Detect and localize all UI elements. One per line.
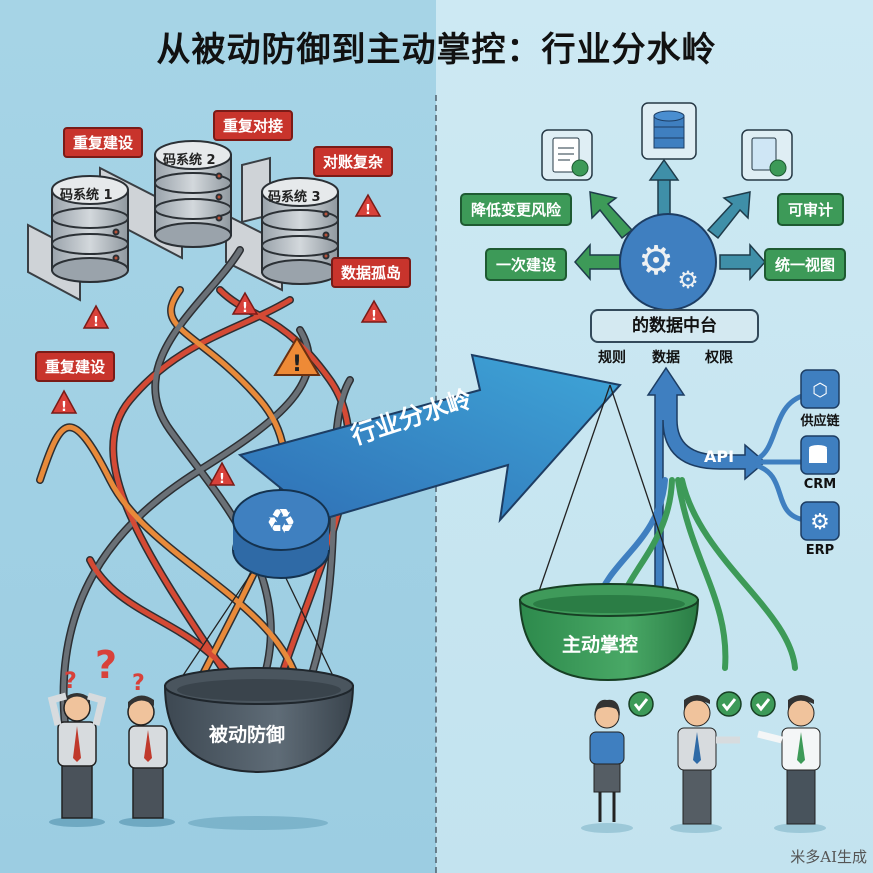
benefit-tag-lower-risk: 降低变更风险 [460, 193, 573, 226]
hub-pillar-data: 数据 [652, 350, 680, 366]
check-icon [628, 691, 654, 717]
system-label-1: 码系统 1 [60, 188, 113, 203]
warning-icon: ! [208, 461, 236, 487]
happy-person-2 [670, 695, 740, 833]
confused-person-1 [47, 692, 107, 827]
pain-tag-duplicate-integration: 重复对接 [213, 110, 294, 141]
checklist-icon-box [541, 129, 593, 181]
api-label: API [704, 447, 735, 466]
warning-icons: ! ! ! ! ! ! ! [50, 193, 388, 487]
right-scale-strings [535, 384, 683, 601]
confused-person-2 [119, 695, 175, 827]
integration-label-crm: CRM [803, 477, 837, 492]
erp-icon-box: ⚙ [800, 501, 840, 541]
warning-icon: ! [50, 389, 78, 415]
database-system-3 [261, 177, 339, 285]
ai-watermark: 米多AI生成 [790, 848, 867, 866]
warning-icon: ! [231, 291, 259, 316]
benefit-tag-auditable: 可审计 [777, 193, 845, 226]
warning-icon: ! [354, 193, 382, 218]
crm-icon-box [800, 435, 840, 475]
svg-text:!: ! [365, 203, 371, 218]
left-bowl [163, 667, 355, 830]
data-platform-label: 的数据中台 [590, 309, 759, 343]
system-label-2: 码系统 2 [163, 153, 216, 168]
system-label-3: 码系统 3 [268, 190, 321, 205]
svg-text:⬡: ⬡ [812, 380, 828, 401]
question-mark-icon: ? [132, 671, 145, 696]
integration-label-supply-chain: 供应链 [800, 414, 840, 429]
svg-text:!: ! [292, 352, 302, 377]
watershed-arrow [237, 353, 622, 524]
document-check-icon-box [741, 129, 793, 181]
warning-icon-large: ! [273, 336, 321, 377]
svg-text:⚙: ⚙ [810, 510, 830, 535]
check-icon [716, 691, 742, 717]
question-mark-icon: ? [95, 643, 117, 687]
integration-label-erp: ERP [805, 543, 835, 558]
database-icon-box [641, 102, 697, 160]
happy-person-1 [581, 699, 633, 833]
svg-text:!: ! [242, 301, 248, 316]
hub-arrows [573, 158, 767, 281]
page-title: 从被动防御到主动掌控：行业分水岭 [156, 30, 717, 70]
svg-text:!: ! [371, 309, 377, 324]
gear-icon: ⚙ [677, 266, 699, 294]
check-icon [750, 691, 776, 717]
database-system-2 [154, 140, 232, 248]
recycle-knob: ♻ [232, 489, 330, 579]
right-bowl [518, 583, 700, 682]
svg-text:!: ! [219, 472, 225, 487]
svg-text:!: ! [61, 400, 67, 415]
hub-pillar-rules: 规则 [598, 350, 626, 366]
question-mark-icon: ? [64, 669, 77, 694]
warning-icon: ! [360, 299, 388, 324]
benefit-tag-unified-view: 统一视图 [764, 248, 847, 281]
warning-icon: ! [82, 304, 110, 330]
benefit-tag-build-once: 一次建设 [485, 248, 568, 281]
svg-text:!: ! [93, 315, 99, 330]
supply-chain-icon-box: ⬡ [800, 369, 840, 409]
hub-circle: ⚙ ⚙ [619, 213, 717, 311]
api-flow [646, 366, 806, 601]
pain-tag-data-silo: 数据孤岛 [331, 257, 412, 288]
pain-tag-duplicate-build: 重复建设 [63, 127, 144, 158]
right-bowl-label: 主动掌控 [562, 634, 639, 656]
happy-person-3 [757, 695, 826, 833]
hub-pillar-permissions: 权限 [705, 350, 733, 366]
question-marks: ? ? ? [64, 643, 145, 696]
pain-tag-duplicate-build-2: 重复建设 [35, 351, 116, 382]
check-badges [628, 691, 776, 717]
recycle-icon: ♻ [266, 502, 296, 542]
left-bowl-label: 被动防御 [209, 724, 286, 746]
pain-tag-reconciliation: 对账复杂 [313, 146, 394, 177]
database-system-1 [51, 175, 129, 283]
gear-icon: ⚙ [638, 238, 674, 284]
